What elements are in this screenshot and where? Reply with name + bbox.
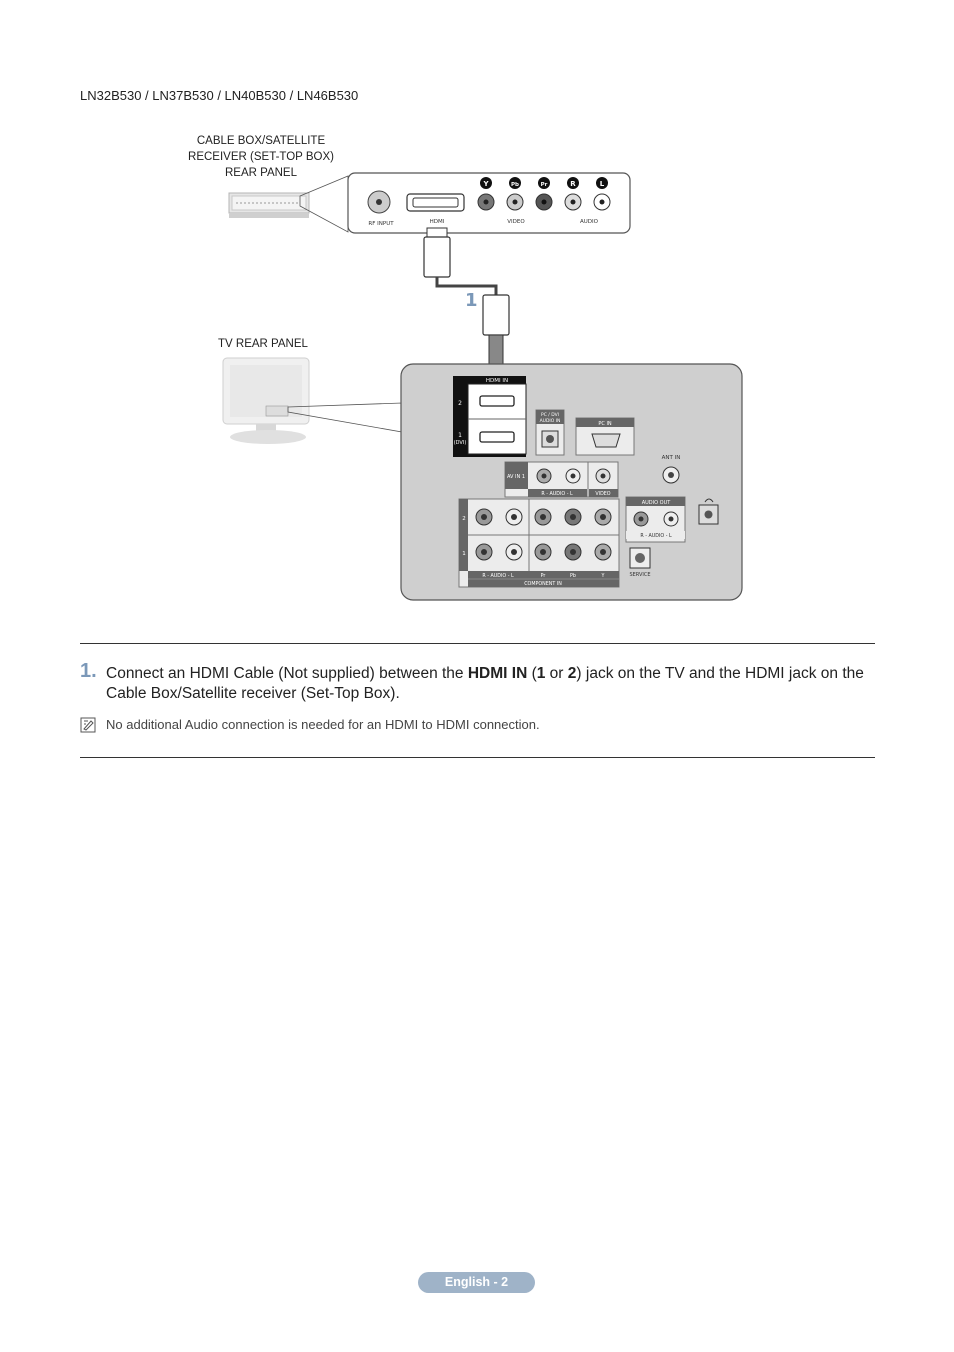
pc-dvi-label: PC / DVI [541, 412, 559, 418]
audio-in-label: AUDIO IN [540, 418, 561, 424]
hdmi-port-2-label: 2 [458, 400, 462, 407]
av-audio-label: R - AUDIO - L [541, 491, 573, 497]
page-number-badge: English - 2 [418, 1272, 535, 1293]
component-in-label: COMPONENT IN [524, 581, 562, 587]
av-video-label: VIDEO [595, 491, 610, 497]
cable-box-caption-line-1: CABLE BOX/SATELLITE [196, 135, 326, 147]
jack-letter-y: Y [482, 180, 489, 188]
note-icon [80, 717, 96, 733]
hdmi-cable: 1 [423, 227, 510, 383]
component-y-label: Y [601, 573, 605, 579]
component-audio-label: R - AUDIO - L [482, 573, 514, 579]
headphone-icon [698, 498, 719, 525]
hdmi-in-label: HDMI IN [486, 378, 508, 384]
component-row-2-label: 2 [462, 516, 466, 522]
settop-video-label: VIDEO [507, 219, 525, 225]
step-bold-1: 1 [536, 665, 546, 682]
audio-out-label: AUDIO OUT [642, 500, 672, 506]
jack-letter-pb: Pb [511, 182, 519, 188]
hdmi-port-1-dvi-label: (DVI) [454, 440, 467, 446]
rca-jack-icon [477, 193, 611, 211]
component-pr-label: Pr [541, 573, 546, 579]
settop-hdmi-label: HDMI [430, 219, 445, 225]
service-label: SERVICE [629, 572, 650, 578]
audio-out-rl-label: R - AUDIO - L [640, 533, 672, 539]
av-in-1-label: AV IN 1 [507, 474, 525, 480]
step-text-part-d: ) jack on the TV and the HDMI jack on th… [106, 665, 864, 702]
hdmi-port-1-label: 1 [458, 432, 462, 439]
jack-letter-l: L [600, 180, 605, 188]
step-text-part-b: ( [527, 665, 537, 682]
settop-rear-panel: Y Pb Pr R L RF INPUT HDMI VIDEO AUDIO [347, 172, 631, 234]
step-bold-hdmi-in: HDMI IN [467, 665, 528, 682]
step-text-part-c: or [545, 665, 568, 682]
component-row-1-label: 1 [462, 551, 466, 557]
cable-box-caption: CABLE BOX/SATELLITE RECEIVER (SET-TOP BO… [176, 133, 346, 181]
component-pb-label: Pb [570, 573, 576, 579]
tv-rear-panel: HDMI IN 2 1 (DVI) PC / DVI AUDIO IN PC I… [400, 363, 743, 601]
settop-audio-label: AUDIO [580, 219, 599, 225]
cable-number: 1 [465, 290, 478, 311]
step-text-part-a: Connect an HDMI Cable (Not supplied) bet… [106, 665, 468, 682]
rf-input-label: RF INPUT [368, 221, 394, 227]
divider-bottom [80, 757, 875, 758]
pc-in-label: PC IN [598, 421, 612, 427]
cable-box-caption-line-2: RECEIVER (SET-TOP BOX) [188, 151, 334, 163]
cable-box-caption-line-3: REAR PANEL [224, 167, 297, 179]
model-list: LN32B530 / LN37B530 / LN40B530 / LN46B53… [80, 88, 359, 103]
connection-diagram: Y Pb Pr R L RF INPUT HDMI VIDEO AUDIO 1 [222, 172, 743, 601]
step-text: Connect an HDMI Cable (Not supplied) bet… [106, 664, 866, 704]
divider-top [80, 643, 875, 644]
jack-letter-r: R [570, 180, 576, 188]
step-number: 1. [80, 660, 97, 682]
tv-illustration [222, 357, 310, 444]
settop-box-illustration [228, 192, 310, 218]
ant-in-label: ANT IN [662, 455, 681, 461]
note-text: No additional Audio connection is needed… [106, 717, 540, 732]
hdmi-port-icon [479, 395, 515, 443]
tv-rear-panel-caption: TV REAR PANEL [218, 338, 308, 350]
step-bold-2: 2 [567, 665, 577, 682]
jack-letter-pr: Pr [541, 182, 548, 188]
